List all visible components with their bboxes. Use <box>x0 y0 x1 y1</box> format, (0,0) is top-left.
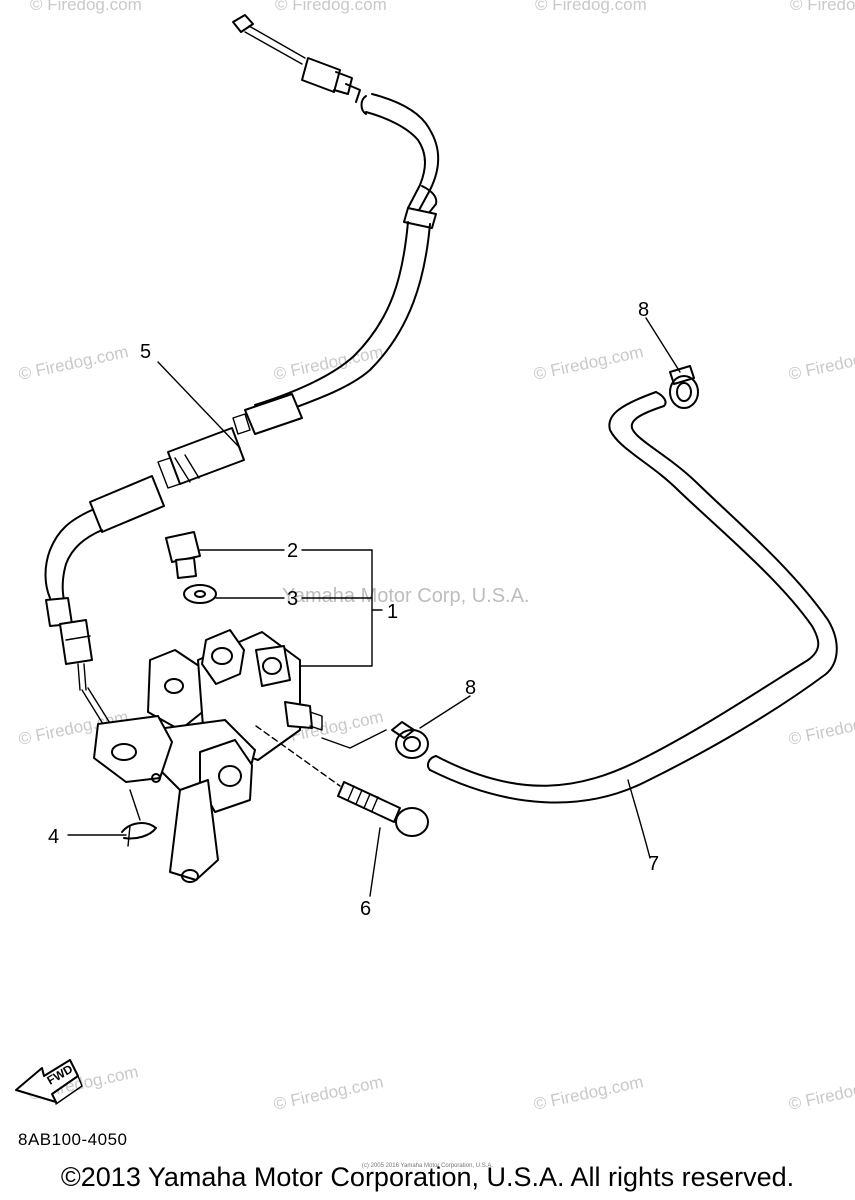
callout-3: 3 <box>287 588 298 610</box>
callout-1: 1 <box>387 601 398 623</box>
center-watermark: Yamaha Motor Corp, U.S.A. <box>282 585 530 607</box>
watermark: © Firedog.com <box>787 707 855 749</box>
watermark: © Firedog.com <box>532 1072 645 1114</box>
watermark: © Firedog.com <box>17 342 130 384</box>
watermark: © Firedog.com <box>790 0 855 14</box>
part-5-cable <box>44 14 440 733</box>
watermark: © Firedog.com <box>535 0 647 14</box>
callout-2: 2 <box>287 540 298 562</box>
watermark: © Firedog.com <box>532 342 645 384</box>
watermark: © Firedog.com <box>275 0 387 14</box>
diagram-code: 8AB100-4050 <box>18 1130 128 1149</box>
callout-7: 7 <box>648 853 659 875</box>
watermark: © Firedog.com <box>787 342 855 384</box>
callout-layer: 1 2 3 4 5 6 7 8 8 <box>48 299 659 920</box>
callout-6: 6 <box>360 898 371 920</box>
callout-4: 4 <box>48 826 59 848</box>
leader-lines <box>67 317 681 897</box>
tiny-credit: (c) 2005 2016 Yamaha Motor Corporation, … <box>361 1163 494 1169</box>
callout-8-lower: 8 <box>465 677 476 699</box>
copyright-notice: ©2013 Yamaha Motor Corporation, U.S.A. A… <box>60 1162 795 1192</box>
callout-5: 5 <box>140 341 151 363</box>
watermark: © Firedog.com <box>30 0 142 14</box>
part-6-bolt <box>255 725 429 837</box>
callout-8-upper: 8 <box>638 299 649 321</box>
part-8-clamp-upper <box>669 365 699 409</box>
part-8-clamp-lower <box>321 721 429 759</box>
watermark-layer: © Firedog.com © Firedog.com © Firedog.co… <box>17 0 855 1114</box>
part-7-hose <box>427 391 838 804</box>
part-2-bolt <box>165 531 201 579</box>
part-4-clip <box>121 789 157 847</box>
watermark: © Firedog.com <box>272 342 385 384</box>
watermark: © Firedog.com <box>272 1072 385 1114</box>
part-3-washer <box>183 584 217 604</box>
watermark: © Firedog.com <box>787 1072 855 1114</box>
part-1-oil-pump <box>93 629 323 883</box>
